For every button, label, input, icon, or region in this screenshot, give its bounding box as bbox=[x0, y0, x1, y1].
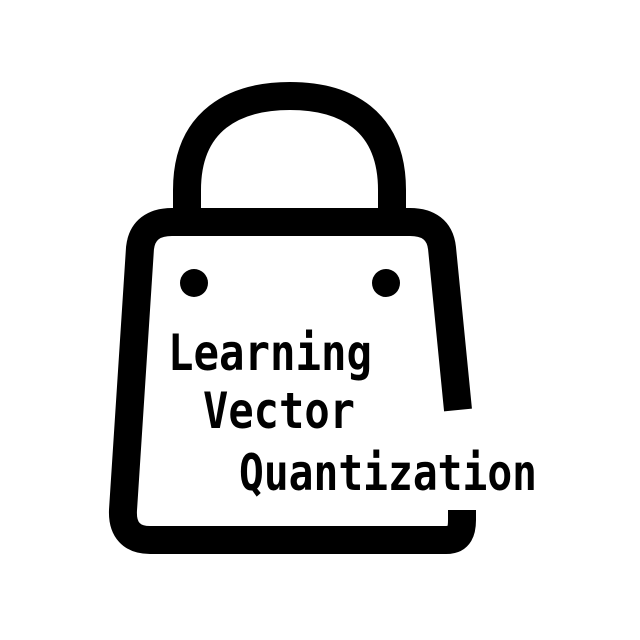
bag-handle bbox=[173, 81, 406, 212]
shopping-bag-icon bbox=[108, 81, 476, 554]
bag-rivet-right bbox=[372, 269, 400, 297]
wordmark-line-3: Quantization bbox=[239, 444, 537, 502]
bag-body bbox=[108, 208, 476, 554]
wordmark-line-2: Vector bbox=[203, 382, 355, 440]
logo-wordmark: Learning Vector Quantization bbox=[168, 324, 537, 502]
bag-rivet-left bbox=[180, 269, 208, 297]
wordmark-line-1: Learning bbox=[168, 324, 372, 382]
text-knockout bbox=[444, 426, 554, 510]
